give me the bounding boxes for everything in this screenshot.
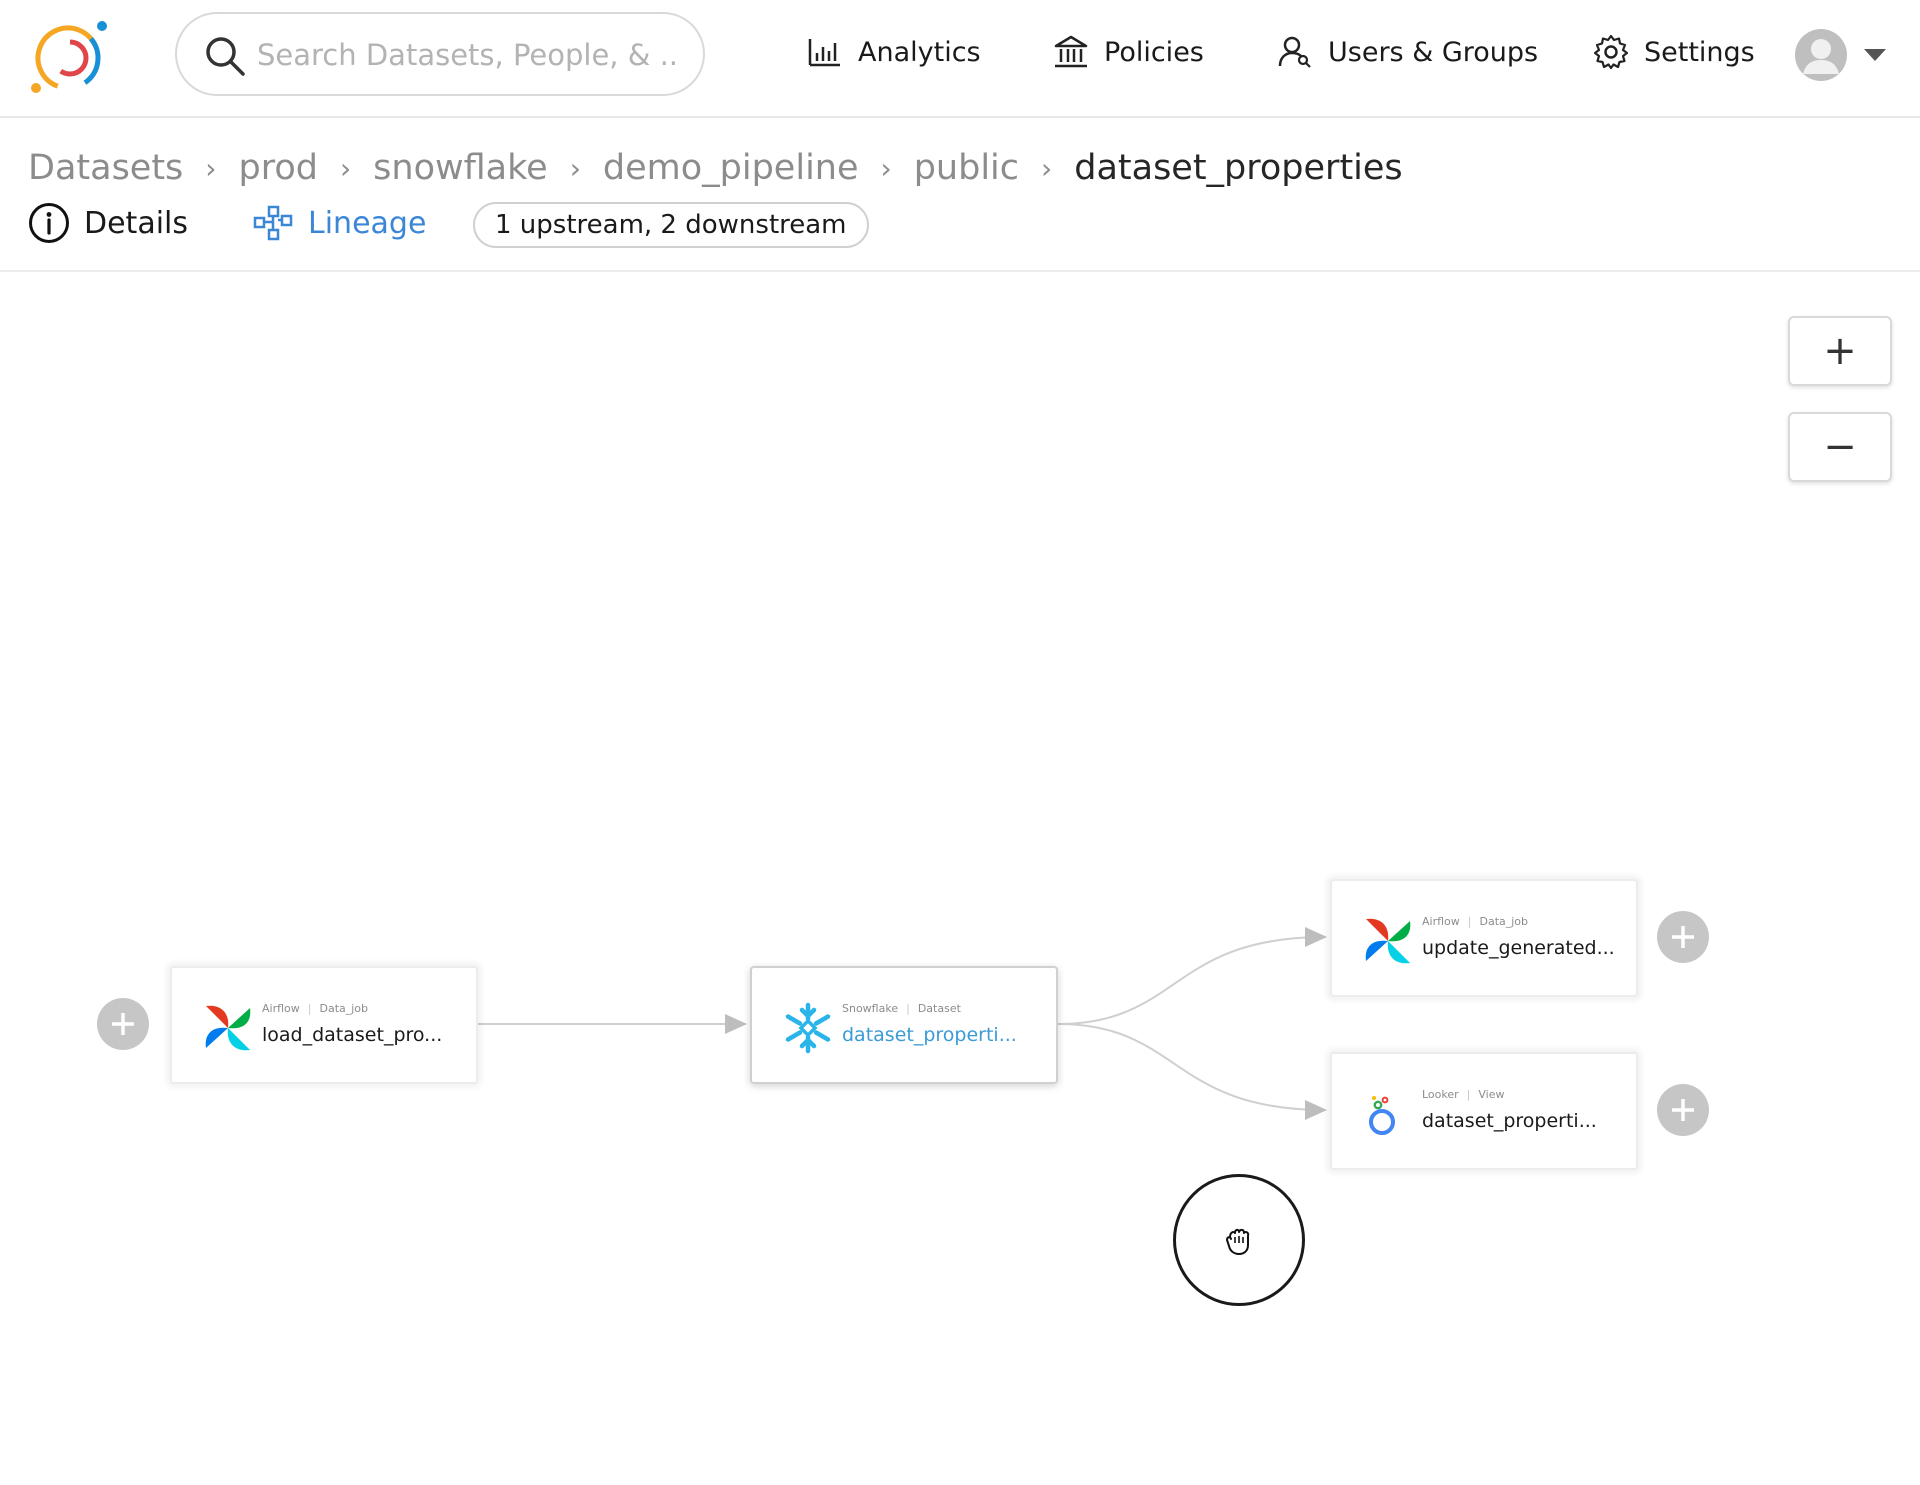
nav-policies[interactable]: Policies <box>1052 30 1204 74</box>
user-avatar[interactable] <box>1794 28 1848 82</box>
node-platform: Airflow <box>262 1002 300 1015</box>
zoom-in-label: + <box>1823 328 1857 374</box>
plus-icon <box>1672 926 1694 948</box>
node-meta: Airflow|Data_job <box>1422 915 1529 928</box>
breadcrumb-item-snowflake[interactable]: snowflake <box>373 148 548 188</box>
top-nav-bar: Analytics Policies Users & Groups Settin… <box>0 0 1920 118</box>
breadcrumb-item-prod[interactable]: prod <box>238 148 318 188</box>
breadcrumb-item-public[interactable]: public <box>913 148 1020 188</box>
nav-analytics-label: Analytics <box>858 36 981 68</box>
airflow-icon <box>1365 918 1411 964</box>
node-name[interactable]: dataset_properti... <box>842 1024 1017 1046</box>
looker-icon <box>1369 1096 1395 1135</box>
users-icon <box>1278 36 1311 68</box>
node-type: Dataset <box>917 1002 961 1015</box>
snowflake-icon <box>785 1002 831 1054</box>
lineage-edges <box>478 927 1327 1120</box>
node-platform: Snowflake <box>842 1002 899 1015</box>
node-meta: Looker|View <box>1422 1088 1505 1101</box>
breadcrumb-separator: › <box>339 151 352 185</box>
breadcrumb-separator: › <box>569 151 581 185</box>
plus-icon <box>112 1013 134 1035</box>
breadcrumb-separator: › <box>1041 151 1053 185</box>
lineage-count-badge: 1 upstream, 2 downstream <box>473 202 869 248</box>
edge-center-to-down1 <box>1057 927 1327 1025</box>
breadcrumb: Datasets › prod › snowflake › demo_pipel… <box>28 146 1403 190</box>
lineage-icon <box>253 205 293 241</box>
breadcrumb-separator: › <box>205 151 217 185</box>
zoom-out-label: − <box>1823 424 1857 470</box>
node-platform: Looker <box>1422 1088 1459 1101</box>
nav-settings[interactable]: Settings <box>1592 30 1755 74</box>
chevron-down-icon[interactable] <box>1862 46 1888 64</box>
node-platform: Airflow <box>1422 915 1460 928</box>
bar-chart-icon <box>808 39 840 67</box>
node-name: update_generated... <box>1422 937 1615 959</box>
node-name: dataset_properti... <box>1422 1110 1597 1132</box>
lineage-node-downstream-1[interactable]: Airflow|Data_job update_generated... <box>1330 879 1638 997</box>
edge-center-to-down2 <box>1057 1023 1327 1120</box>
node-type: View <box>1478 1088 1505 1101</box>
expand-downstream-button[interactable] <box>1657 911 1709 963</box>
nav-policies-label: Policies <box>1104 36 1204 68</box>
expand-downstream-button[interactable] <box>1657 1084 1709 1136</box>
pointer-highlight <box>1173 1174 1305 1306</box>
nav-users-groups[interactable]: Users & Groups <box>1276 30 1538 74</box>
tab-details-label: Details <box>84 205 189 241</box>
node-meta: Airflow|Data_job <box>262 1002 369 1015</box>
nav-analytics[interactable]: Analytics <box>806 30 981 74</box>
breadcrumb-current: dataset_properties <box>1074 148 1403 188</box>
zoom-in-button[interactable]: + <box>1788 316 1892 386</box>
node-meta: Snowflake|Dataset <box>842 1002 961 1015</box>
plus-icon <box>1672 1099 1694 1121</box>
lineage-node-upstream[interactable]: Airflow|Data_job load_dataset_pro... <box>170 966 478 1084</box>
info-icon <box>29 203 69 243</box>
expand-upstream-button[interactable] <box>97 998 149 1050</box>
airflow-icon <box>205 1005 251 1051</box>
search-input[interactable] <box>255 32 679 78</box>
gear-icon <box>1593 34 1629 70</box>
lineage-node-center[interactable]: Snowflake|Dataset dataset_properti... <box>750 966 1058 1084</box>
search-bar[interactable] <box>175 12 705 96</box>
header-divider <box>0 270 1920 272</box>
tab-details[interactable]: Details <box>28 200 188 246</box>
grab-hand-icon <box>1226 1228 1250 1255</box>
node-name: load_dataset_pro... <box>262 1024 443 1046</box>
node-type: Data_job <box>1479 915 1529 928</box>
breadcrumb-separator: › <box>880 151 892 185</box>
nav-settings-label: Settings <box>1644 36 1755 68</box>
nav-users-groups-label: Users & Groups <box>1328 36 1539 68</box>
breadcrumb-item-demo-pipeline[interactable]: demo_pipeline <box>602 148 859 188</box>
lineage-canvas[interactable]: + − Airflow|Data_job load_dataset <box>0 272 1920 1485</box>
tab-lineage-label: Lineage <box>308 205 427 241</box>
node-type: Data_job <box>319 1002 369 1015</box>
datahub-logo[interactable] <box>26 14 112 100</box>
lineage-node-downstream-2[interactable]: Looker|View dataset_properti... <box>1330 1052 1638 1170</box>
breadcrumb-item-datasets[interactable]: Datasets <box>28 148 184 188</box>
zoom-out-button[interactable]: − <box>1788 412 1892 482</box>
bank-icon <box>1054 35 1088 68</box>
tab-lineage[interactable]: Lineage <box>252 200 426 246</box>
search-icon <box>206 37 245 76</box>
